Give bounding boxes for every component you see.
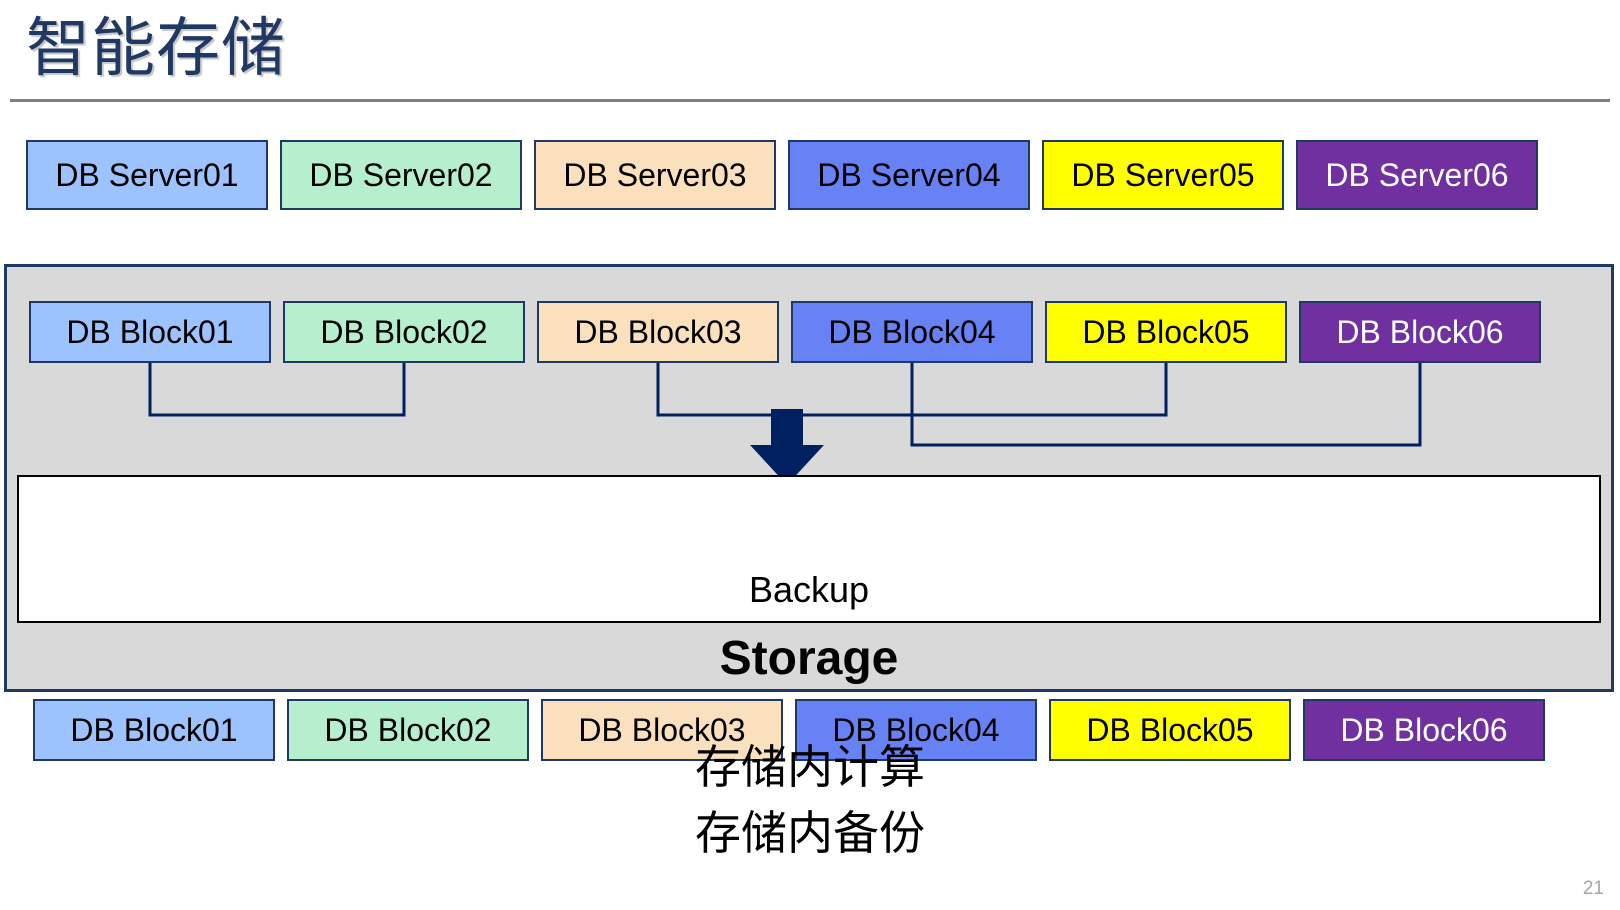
db-server-chip-1[interactable]: DB Server01	[26, 140, 268, 210]
backup-panel: DB Block01 DB Block02 DB Block03 DB Block04…	[17, 475, 1601, 761]
db-block-chip-primary-label: DB Block02	[320, 314, 488, 350]
db-block-chip-backup-3[interactable]: DB Block03	[541, 699, 783, 761]
db-block-chip-primary-5[interactable]: DB Block05	[1045, 301, 1287, 363]
page-title: 智能存储	[26, 12, 286, 84]
db-block-chip-backup-4[interactable]: DB Block04	[795, 699, 1037, 761]
connector-bracket-1	[148, 363, 406, 417]
db-block-chip-primary-label: DB Block01	[66, 314, 234, 350]
db-server-chip-5[interactable]: DB Server05	[1042, 140, 1284, 210]
caption-line-2: 存储内备份	[695, 807, 925, 859]
db-block-chip-primary-label: DB Block04	[828, 314, 996, 350]
db-server-chip-4[interactable]: DB Server04	[788, 140, 1030, 210]
db-block-chip-backup-2[interactable]: DB Block02	[287, 699, 529, 761]
db-server-chip-label: DB Server05	[1071, 157, 1255, 193]
db-block-chip-backup-label: DB Block03	[578, 712, 746, 748]
db-server-chip-3[interactable]: DB Server03	[534, 140, 776, 210]
db-block-chip-primary-label: DB Block03	[574, 314, 742, 350]
db-server-chip-label: DB Server01	[55, 157, 239, 193]
db-server-chip-label: DB Server04	[817, 157, 1001, 193]
down-arrow-icon	[750, 409, 824, 485]
db-server-chip-6[interactable]: DB Server06	[1296, 140, 1538, 210]
backup-label: Backup	[748, 569, 870, 610]
connector-bracket-2	[656, 363, 1168, 417]
db-block-chip-backup-6[interactable]: DB Block06	[1303, 699, 1545, 761]
db-block-chip-primary-3[interactable]: DB Block03	[537, 301, 779, 363]
storage-label: Storage	[719, 632, 899, 685]
connector-bracket-3	[910, 363, 1422, 447]
db-block-chip-primary-label: DB Block05	[1082, 314, 1250, 350]
db-block-chip-primary-4[interactable]: DB Block04	[791, 301, 1033, 363]
db-block-chip-backup-label: DB Block01	[70, 712, 238, 748]
db-block-chip-primary-label: DB Block06	[1336, 314, 1504, 350]
db-block-chip-backup-label: DB Block02	[324, 712, 492, 748]
db-block-chip-primary-2[interactable]: DB Block02	[283, 301, 525, 363]
db-server-chip-label: DB Server03	[563, 157, 747, 193]
title-divider	[10, 99, 1610, 102]
db-block-chip-primary-1[interactable]: DB Block01	[29, 301, 271, 363]
db-block-chip-backup-label: DB Block04	[832, 712, 1000, 748]
db-server-chip-label: DB Server06	[1325, 157, 1509, 193]
db-block-chip-backup-5[interactable]: DB Block05	[1049, 699, 1291, 761]
db-server-chip-label: DB Server02	[309, 157, 493, 193]
db-block-chip-backup-1[interactable]: DB Block01	[33, 699, 275, 761]
db-server-chip-2[interactable]: DB Server02	[280, 140, 522, 210]
db-block-chip-backup-label: DB Block06	[1340, 712, 1508, 748]
db-block-chip-backup-label: DB Block05	[1086, 712, 1254, 748]
db-block-chip-primary-6[interactable]: DB Block06	[1299, 301, 1541, 363]
caption-line-1: 存储内计算	[695, 741, 925, 793]
page-number: 21	[1582, 878, 1604, 899]
storage-container: DB Block01 DB Block02 DB Block03 DB Block04…	[4, 264, 1614, 761]
